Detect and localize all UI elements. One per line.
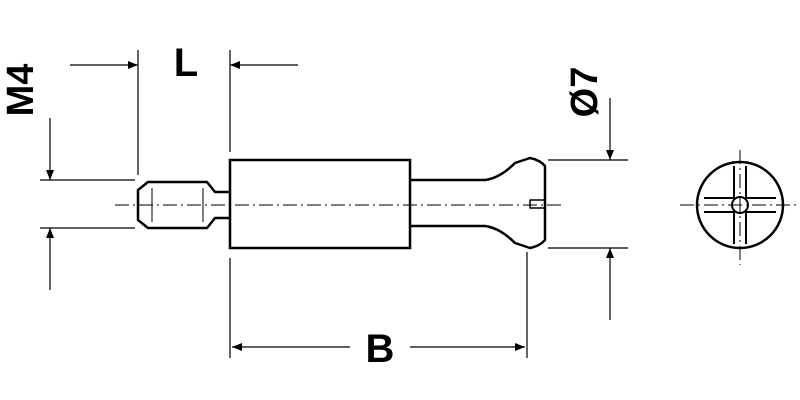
bolt-head xyxy=(410,156,547,250)
label-b: B xyxy=(366,327,395,371)
label-diameter: Ø7 xyxy=(564,67,606,118)
dimension-l xyxy=(70,50,298,175)
dimension-m4 xyxy=(40,118,135,290)
threaded-tip xyxy=(136,180,230,230)
label-l: L xyxy=(174,41,198,85)
label-m4: M4 xyxy=(0,64,42,117)
bolt-body xyxy=(228,158,412,250)
dimension-diameter xyxy=(548,98,628,320)
end-view xyxy=(680,150,800,265)
dimension-b xyxy=(229,252,528,358)
